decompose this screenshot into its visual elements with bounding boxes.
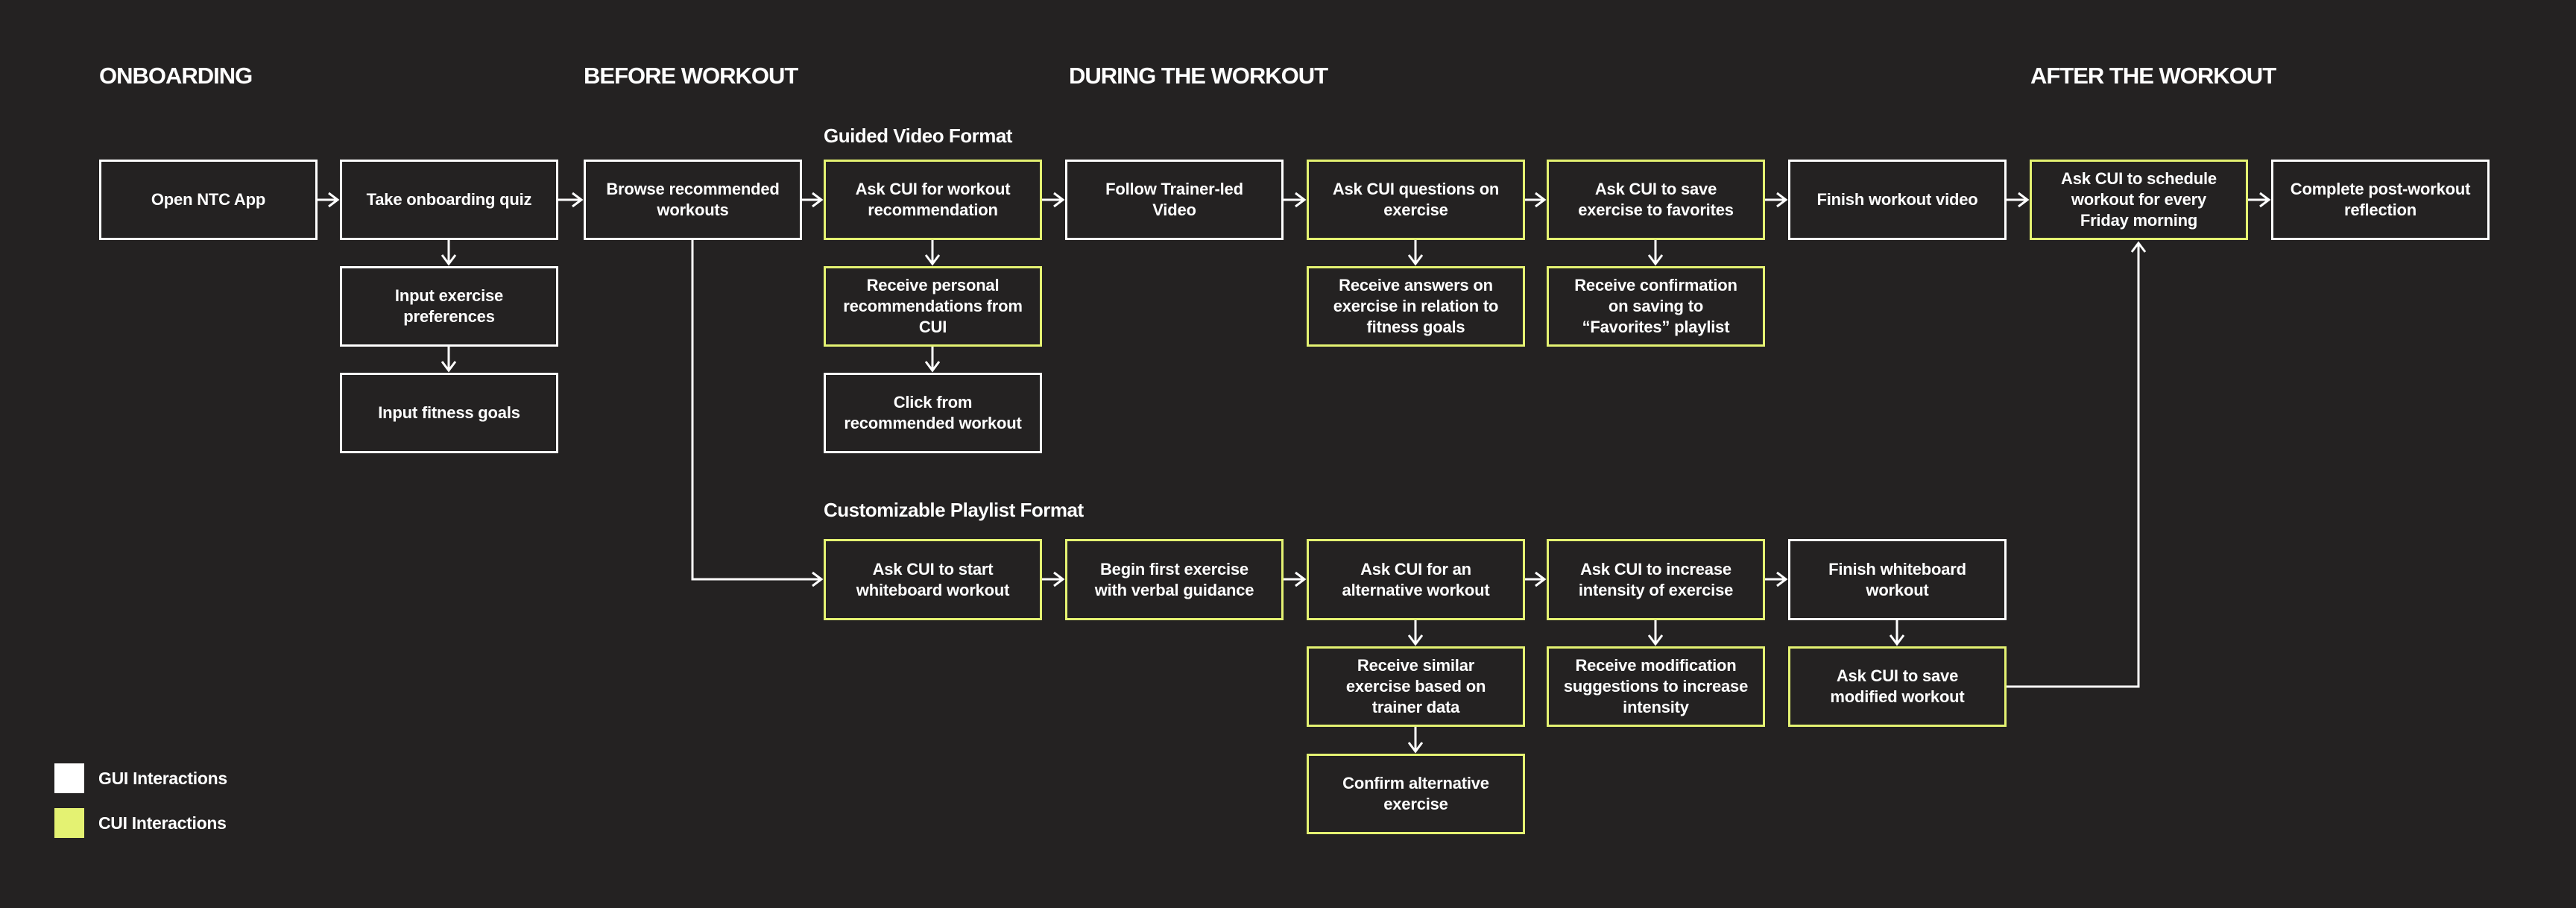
flow-arrowhead-8 bbox=[2259, 192, 2271, 208]
legend-item-gui: GUI Interactions bbox=[54, 763, 227, 793]
flow-arrowhead-1 bbox=[572, 192, 584, 208]
flow-box-receive-personal-recommendations-from-cui: Receive personal recommendations from CU… bbox=[824, 266, 1042, 347]
legend-label-gui: GUI Interactions bbox=[98, 768, 227, 788]
flow-arrowhead-9 bbox=[1053, 571, 1065, 587]
flow-arrowhead-5 bbox=[1535, 192, 1547, 208]
section-header-after-the-workout: AFTER THE WORKOUT bbox=[2030, 63, 2276, 89]
legend-swatch-cui bbox=[54, 808, 84, 838]
flow-box-receive-similar-exercise: Receive similar exercise based on traine… bbox=[1307, 646, 1525, 727]
flow-box-confirm-alternative-exercise: Confirm alternative exercise bbox=[1307, 754, 1525, 834]
section-header-before-workout: BEFORE WORKOUT bbox=[584, 63, 798, 89]
flow-box-ask-cui-to-start-whiteboard-workout: Ask CUI to start whiteboard workout bbox=[824, 539, 1042, 620]
flow-box-input-exercise-preferences: Input exercise preferences bbox=[340, 266, 558, 347]
flow-arrowhead-16 bbox=[924, 361, 941, 373]
flow-arrowhead-18 bbox=[1647, 254, 1664, 266]
flow-arrowhead-0 bbox=[328, 192, 340, 208]
flow-arrowhead-13 bbox=[441, 254, 457, 266]
flow-box-follow-trainer-led-video: Follow Trainer-led Video bbox=[1065, 160, 1284, 240]
flow-arrowhead-3 bbox=[1053, 192, 1065, 208]
flow-box-begin-first-exercise: Begin first exercise with verbal guidanc… bbox=[1065, 539, 1284, 620]
flow-label-guided-video-format: Guided Video Format bbox=[824, 124, 1012, 147]
flow-label-customizable-playlist-format: Customizable Playlist Format bbox=[824, 499, 1084, 521]
flow-arrowhead-20 bbox=[1647, 634, 1664, 646]
flow-box-ask-cui-to-schedule-workout: Ask CUI to schedule workout for every Fr… bbox=[2030, 160, 2248, 240]
flow-box-ask-cui-to-increase-intensity: Ask CUI to increase intensity of exercis… bbox=[1547, 539, 1765, 620]
flow-box-receive-answers-on-exercise: Receive answers on exercise in relation … bbox=[1307, 266, 1525, 347]
flow-arrowhead-2 bbox=[812, 192, 824, 208]
legend-item-cui: CUI Interactions bbox=[54, 808, 227, 838]
flow-box-complete-post-workout-reflection: Complete post-workout reflection bbox=[2271, 160, 2490, 240]
flow-box-ask-cui-questions-on-exercise: Ask CUI questions on exercise bbox=[1307, 160, 1525, 240]
flow-arrowhead-12 bbox=[1776, 571, 1788, 587]
flow-box-ask-cui-for-workout-recommendation: Ask CUI for workout recommendation bbox=[824, 160, 1042, 240]
flow-box-browse-recommended-workouts: Browse recommended workouts bbox=[584, 160, 802, 240]
flow-box-input-fitness-goals: Input fitness goals bbox=[340, 373, 558, 453]
flow-arrow-23 bbox=[691, 240, 821, 581]
legend-label-cui: CUI Interactions bbox=[98, 813, 227, 833]
legend-swatch-gui bbox=[54, 763, 84, 793]
flow-arrowhead-11 bbox=[1535, 571, 1547, 587]
legend: GUI Interactions CUI Interactions bbox=[54, 763, 227, 838]
flow-arrowhead-17 bbox=[1407, 254, 1424, 266]
flow-arrowhead-10 bbox=[1295, 571, 1307, 587]
flow-arrowhead-24 bbox=[2130, 241, 2147, 253]
flow-box-receive-modification-suggestions: Receive modification suggestions to incr… bbox=[1547, 646, 1765, 727]
flow-arrowhead-7 bbox=[2018, 192, 2030, 208]
flow-arrowhead-19 bbox=[1407, 634, 1424, 646]
flow-box-finish-workout-video: Finish workout video bbox=[1788, 160, 2007, 240]
flow-arrowhead-21 bbox=[1889, 634, 1905, 646]
flow-box-take-onboarding-quiz: Take onboarding quiz bbox=[340, 160, 558, 240]
flow-box-open-ntc-app: Open NTC App bbox=[99, 160, 318, 240]
section-header-during-the-workout: DURING THE WORKOUT bbox=[1069, 63, 1328, 89]
flow-box-ask-cui-to-save-modified-workout: Ask CUI to save modified workout bbox=[1788, 646, 2007, 727]
flow-arrowhead-4 bbox=[1295, 192, 1307, 208]
flow-arrowhead-6 bbox=[1776, 192, 1788, 208]
flow-box-click-from-recommended-workout: Click from recommended workout bbox=[824, 373, 1042, 453]
section-header-onboarding: ONBOARDING bbox=[99, 63, 253, 89]
flow-arrowhead-22 bbox=[1407, 742, 1424, 754]
flow-arrowhead-15 bbox=[924, 254, 941, 266]
flow-arrowhead-23 bbox=[812, 571, 824, 587]
flow-arrow-24 bbox=[2007, 243, 2140, 688]
flow-box-ask-cui-for-an-alternative-workout: Ask CUI for an alternative workout bbox=[1307, 539, 1525, 620]
flow-box-receive-confirmation-on-saving: Receive confirmation on saving to “Favor… bbox=[1547, 266, 1765, 347]
flow-box-finish-whiteboard-workout: Finish whiteboard workout bbox=[1788, 539, 2007, 620]
flow-arrowhead-14 bbox=[441, 361, 457, 373]
flow-box-ask-cui-to-save-exercise-to-favorites: Ask CUI to save exercise to favorites bbox=[1547, 160, 1765, 240]
